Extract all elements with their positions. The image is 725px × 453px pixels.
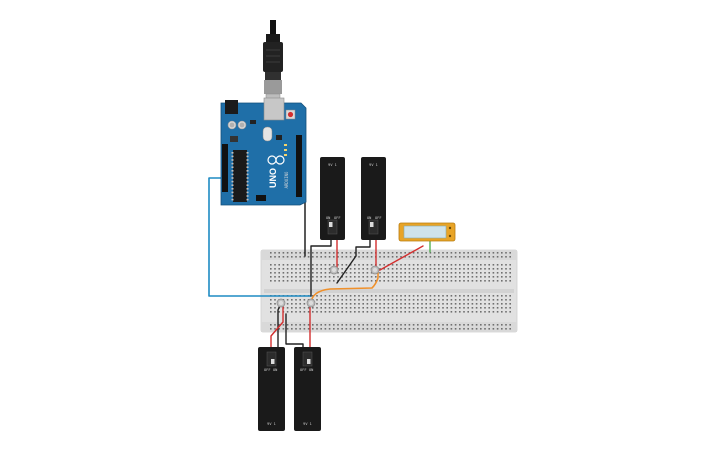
switch-label-off: OFF — [334, 216, 341, 220]
wire-orange[interactable] — [310, 271, 379, 304]
switch-label-on: ON — [367, 216, 371, 220]
switch-label-on: ON — [326, 216, 330, 220]
usb-cable-icon — [263, 20, 283, 109]
power-jack — [225, 100, 238, 114]
breadboard[interactable] — [260, 249, 518, 333]
pushbutton-1[interactable] — [329, 265, 339, 275]
battery-label: 9V 1 — [303, 422, 312, 426]
battery-bottom-right[interactable]: OFF ON 9V 1 — [294, 347, 321, 431]
usb-port — [263, 97, 285, 121]
display-module[interactable] — [398, 222, 456, 242]
pushbutton-4[interactable] — [306, 298, 316, 308]
board-brand-text: ARDUINO — [284, 171, 289, 188]
battery-bottom-left[interactable]: OFF ON 9V 1 — [258, 347, 285, 431]
switch-label-off: OFF — [264, 368, 271, 372]
pushbutton-2[interactable] — [370, 265, 380, 275]
power-header — [222, 144, 228, 192]
arduino-uno-board[interactable]: UNO ARDUINO — [220, 97, 307, 206]
wire-red-battery-bottom-left[interactable] — [270, 302, 284, 353]
wire-blue[interactable] — [208, 177, 312, 297]
battery-top-right[interactable]: 9V 1 ON OFF — [361, 157, 386, 240]
battery-label: 9V 1 — [328, 163, 337, 167]
digital-header — [296, 135, 302, 197]
battery-label: 9V 1 — [369, 163, 378, 167]
arduino-logo-icon — [267, 155, 285, 165]
switch-label-on: ON — [273, 368, 277, 372]
reset-button[interactable] — [287, 111, 294, 118]
wire-black-battery-top-right[interactable] — [336, 237, 371, 284]
atmega-chip — [233, 150, 247, 202]
chip-pins — [231, 152, 249, 201]
switch-label-on: ON — [309, 368, 313, 372]
switch-label-off: OFF — [300, 368, 307, 372]
wire-black-battery-top-left[interactable] — [310, 237, 332, 297]
battery-label: 9V 1 — [267, 422, 276, 426]
battery-top-left[interactable]: 9V 1 ON OFF — [320, 157, 345, 240]
pushbutton-3[interactable] — [276, 298, 286, 308]
board-logo-text: UNO — [268, 168, 278, 188]
switch-label-off: OFF — [375, 216, 382, 220]
